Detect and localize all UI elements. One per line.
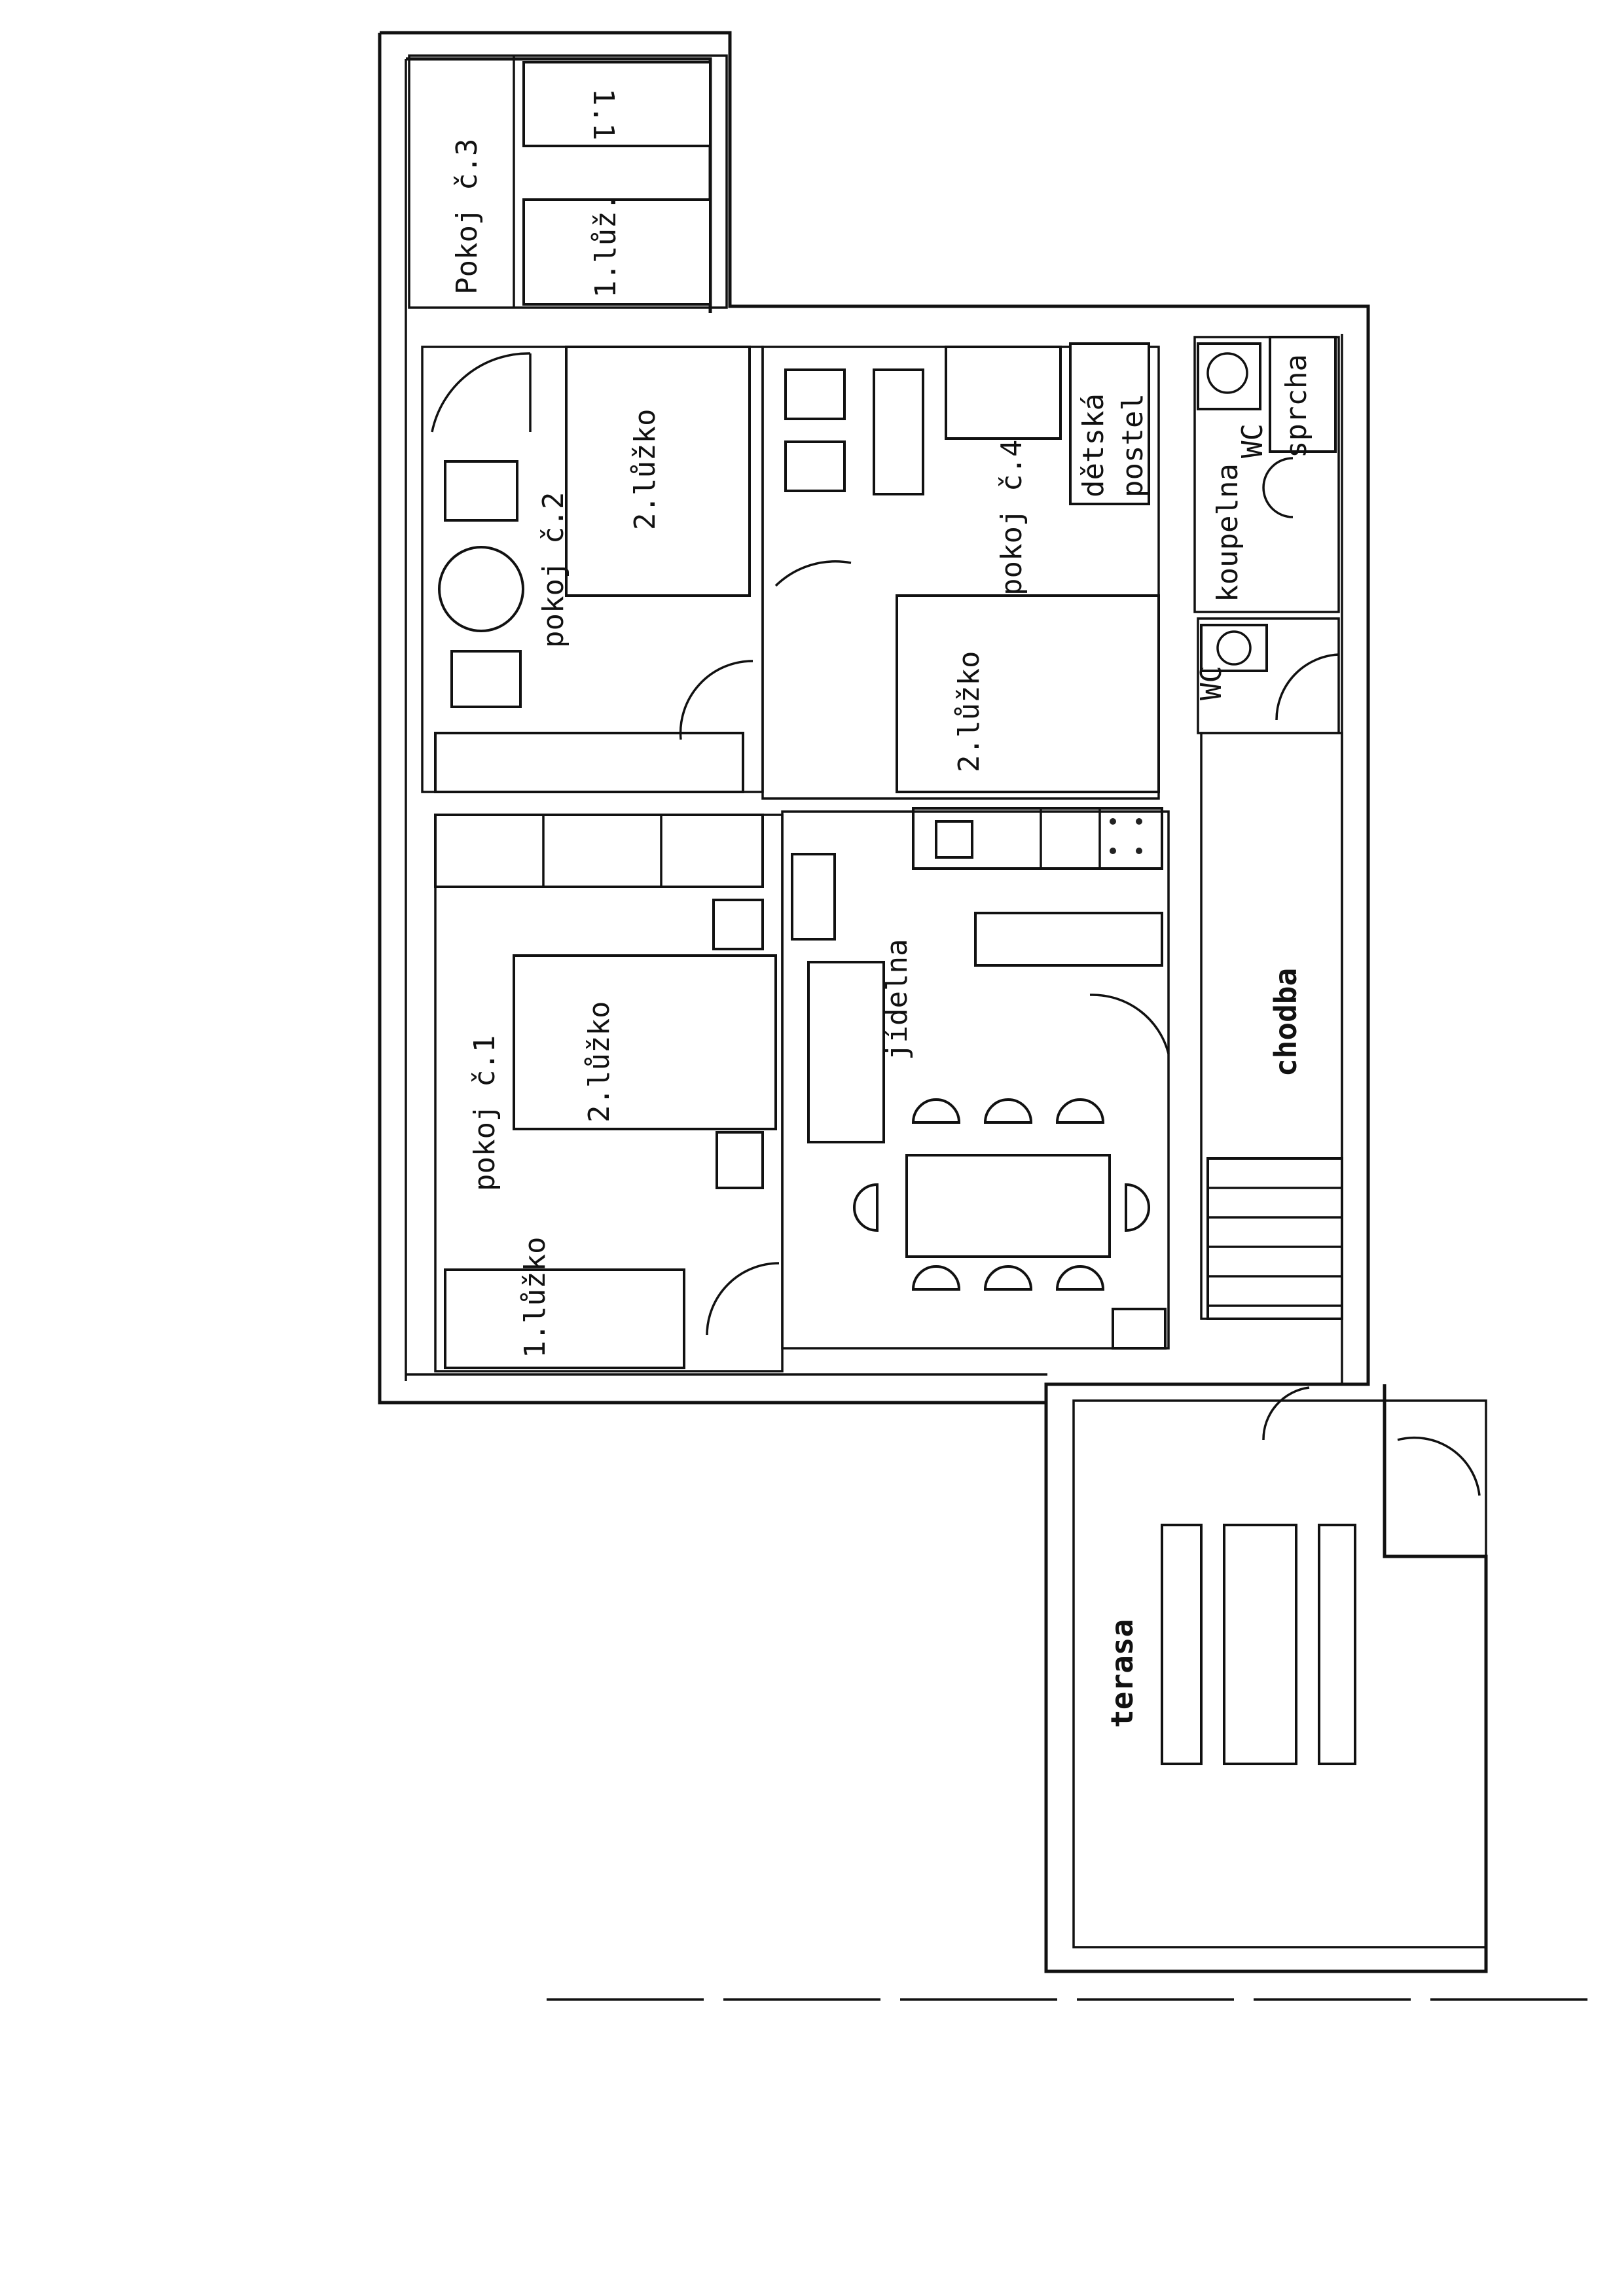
kitchen-island <box>974 912 1163 967</box>
room3-label: Pokoj č.3 <box>450 139 484 295</box>
wc-lower-label: WC <box>1195 666 1228 700</box>
room4-bed-label: 2.lůžko <box>952 651 986 772</box>
chair-icon <box>1055 1265 1105 1291</box>
shower-tray <box>1269 336 1337 453</box>
dining-label: jídelna <box>880 939 914 1060</box>
room-3: Pokoj č.3 1.lůž. 1.1 <box>408 54 728 309</box>
chair-room4-b <box>784 440 846 492</box>
dining-table <box>905 1154 1111 1258</box>
room-4: pokoj č.4 2.lůžko dětská postel <box>761 342 1160 800</box>
door-swing-room4 <box>774 560 852 587</box>
shower-label: sprcha <box>1280 354 1313 458</box>
child-bed-label-1: dětská <box>1077 393 1110 497</box>
bench-terrace-b <box>1318 1524 1356 1765</box>
door-swing-kitchen <box>1089 994 1170 1054</box>
terrace-label: terasa <box>1104 1619 1140 1728</box>
room1-label: pokoj č.1 <box>468 1035 501 1191</box>
stove-burner-icon <box>1136 818 1142 825</box>
sideboard <box>791 853 836 941</box>
wc-lower: WC <box>1195 617 1340 734</box>
stove-burner-icon <box>1110 848 1116 854</box>
shower-curtain-icon <box>1262 457 1294 518</box>
round-table-room2 <box>438 546 524 632</box>
stairs <box>1206 1157 1343 1320</box>
chair-icon <box>983 1098 1033 1124</box>
single-bed-room1 <box>444 1268 685 1369</box>
cabinet <box>1112 1308 1167 1350</box>
toilet-lower <box>1200 624 1268 672</box>
chair-icon <box>911 1098 961 1124</box>
chair-icon <box>983 1265 1033 1291</box>
double-bed-room1 <box>513 954 777 1130</box>
bed-room3-b <box>522 198 712 306</box>
room3-bed-b-label: 1.1 <box>587 88 620 140</box>
bed-room3-a <box>522 61 712 147</box>
crib-room4 <box>945 346 1062 440</box>
chair-icon <box>1055 1098 1105 1124</box>
door-swing-wc <box>1275 653 1339 721</box>
door-swing-terrace-a <box>1262 1386 1310 1441</box>
wardrobe-room1 <box>434 814 764 888</box>
table-terrace <box>1223 1524 1297 1765</box>
stove-burner-icon <box>1136 848 1142 854</box>
door-swing-room2-a <box>431 352 531 433</box>
room2-label: pokoj č.2 <box>537 492 570 648</box>
room1-double-label: 2.lůžko <box>583 1001 616 1122</box>
nightstand-room2-a <box>444 460 518 522</box>
room4-label: pokoj č.4 <box>995 440 1028 596</box>
toilet-lower-icon <box>1216 630 1252 666</box>
door-swing-terrace-b <box>1397 1436 1481 1496</box>
dining-room: jídelna <box>706 810 1170 1350</box>
door-swing-dining <box>706 1262 780 1336</box>
sink-icon <box>935 820 973 859</box>
chair-icon <box>911 1265 961 1291</box>
chair-icon <box>1125 1183 1150 1232</box>
door-swing-room2-b <box>679 660 753 740</box>
nightstand-room1-b <box>716 1131 764 1189</box>
chair-room2 <box>450 650 522 708</box>
wardrobe-room2 <box>434 732 744 793</box>
bench-terrace-a <box>1161 1524 1203 1765</box>
room1-single-label: 1.lůžko <box>518 1237 552 1358</box>
room3-bed-a-label: 1.lůž. <box>589 194 623 298</box>
stove-burner-icon <box>1110 818 1116 825</box>
nightstand-room1-a <box>712 899 764 950</box>
room-1: pokoj č.1 2.lůžko 1.lůžko <box>434 814 784 1372</box>
chair-icon <box>853 1183 879 1232</box>
desk-room4 <box>873 368 924 495</box>
kitchen <box>912 807 1170 1054</box>
chair-room4-a <box>784 368 846 420</box>
double-bed-room2 <box>565 346 751 597</box>
room2-bed-label: 2.lůžko <box>628 409 662 530</box>
bench <box>807 961 885 1143</box>
wc-top-label: WC <box>1236 423 1269 458</box>
corridor: chodba <box>1200 732 1343 1320</box>
bathroom: koupelna WC sprcha <box>1193 336 1340 613</box>
room-2: pokoj č.2 2.lůžko <box>421 346 764 793</box>
corridor-label: chodba <box>1268 968 1303 1077</box>
child-bed <box>1069 342 1150 505</box>
bathroom-label: koupelna <box>1211 463 1244 602</box>
double-bed-room4 <box>896 594 1160 793</box>
terrace: terasa <box>1072 1386 1487 1948</box>
child-bed-label-2: postel <box>1116 393 1150 497</box>
toilet-bowl-icon <box>1206 352 1248 394</box>
